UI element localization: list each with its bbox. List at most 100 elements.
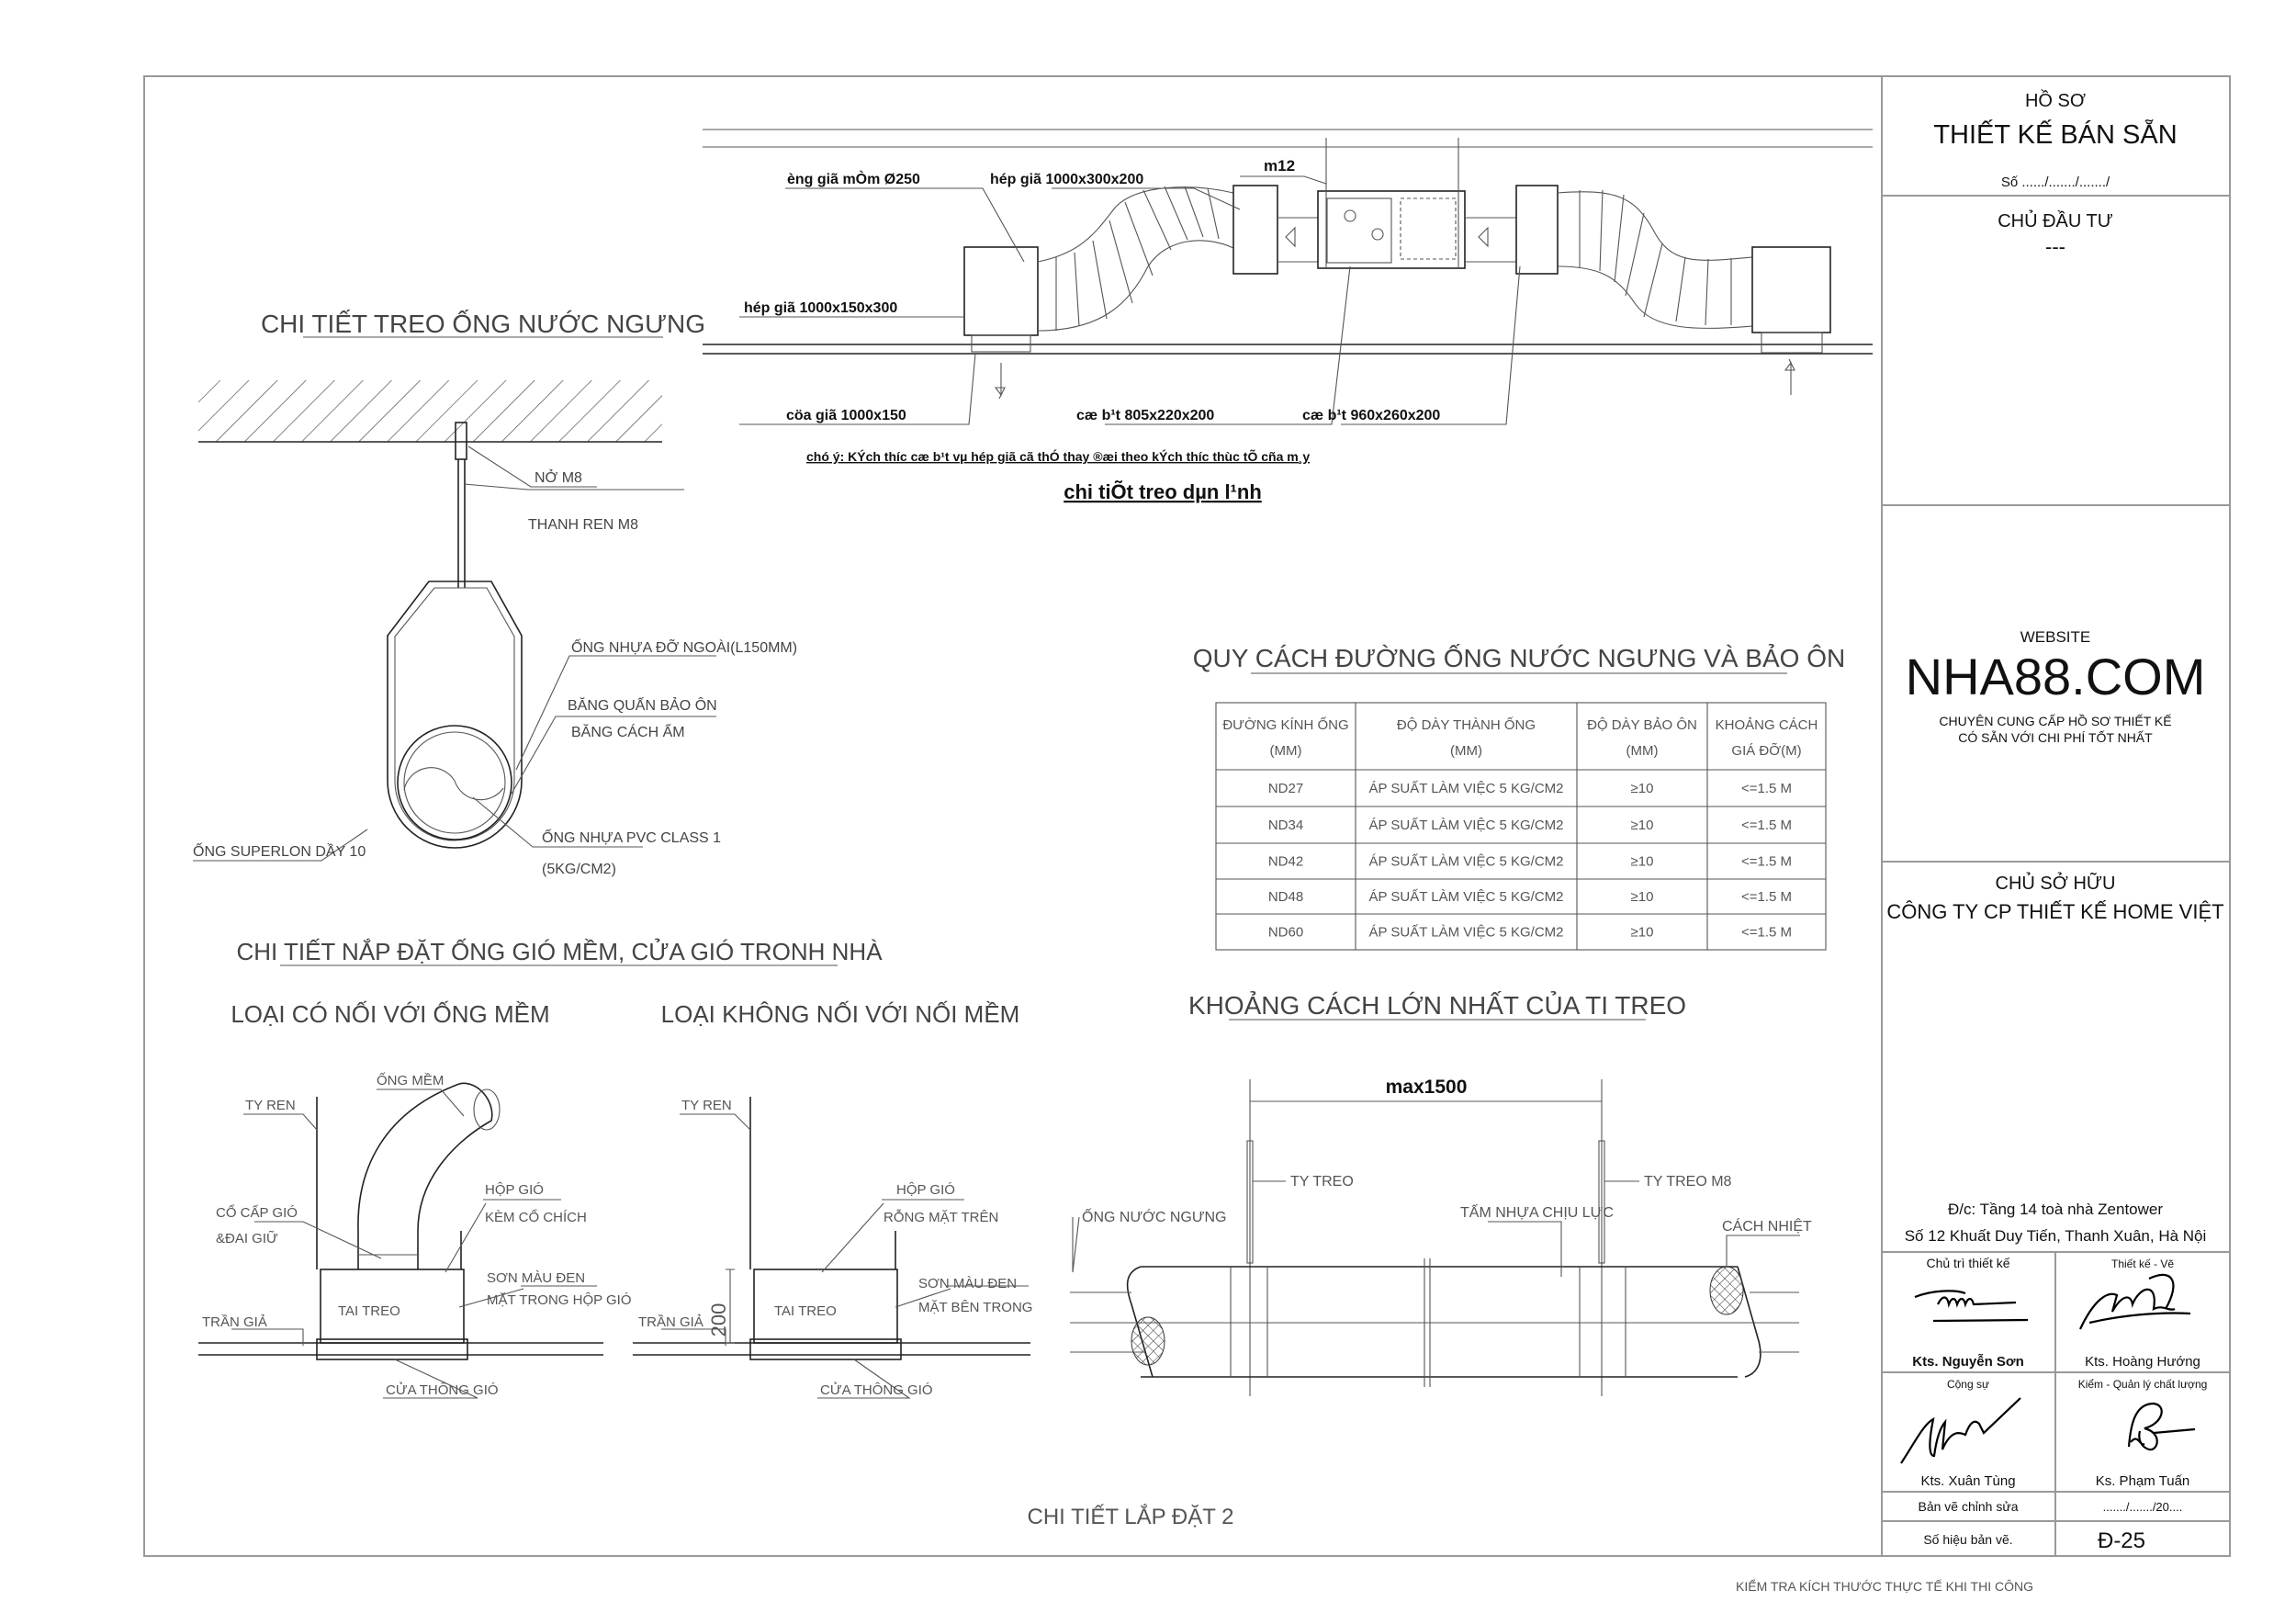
label-box-left: hép giã 1000x150x300 [744, 300, 897, 316]
label-ty-ren: TY REN [681, 1098, 732, 1113]
table-cell: ÁP SUẤT LÀM VIỆC 5 KG/CM2 [1368, 889, 1563, 905]
signer-name: Kts. Xuân Tùng [1920, 1473, 2015, 1489]
website-label: WEBSITE [2020, 628, 2091, 646]
max-spacing-dimension: max1500 [1386, 1077, 1468, 1098]
label-son-den: SƠN MÀU ĐEN [487, 1270, 585, 1286]
pvc-pipe [403, 767, 504, 801]
chu-so-huu-label: CHỦ SỞ HỮU [1996, 872, 2116, 894]
label-rod: m12 [1264, 157, 1295, 175]
label-pvc-2: (5KG/CM2) [542, 862, 616, 877]
address-line-1: Đ/c: Tầng 14 toà nhà Zentower [1948, 1201, 2163, 1218]
label-flex-duct: èng giã mÒm Ø250 [787, 170, 920, 187]
label-mat-ben-trong: MẶT BÊN TRONG [918, 1300, 1032, 1315]
table-header: ĐỘ DÀY BẢO ÔN [1587, 717, 1697, 733]
table-cell: ÁP SUẤT LÀM VIỆC 5 KG/CM2 [1368, 818, 1563, 833]
sheet-frame [143, 75, 2231, 1557]
table-header: (MM) [1626, 743, 1659, 759]
air-box-right [1751, 246, 1831, 333]
spacing-title: KHOẢNG CÁCH LỚN NHẤT CỦA TI TREO [1188, 990, 1686, 1020]
flexible-duct [357, 1082, 493, 1269]
sheet-title: CHI TIẾT LẮP ĐẶT 2 [1028, 1504, 1234, 1529]
air-box-left [963, 246, 1039, 336]
insulation-section [1131, 1316, 1165, 1366]
table-cell: ND60 [1268, 925, 1303, 941]
superlon-insulation [397, 725, 512, 840]
slogan-line-1: CHUYÊN CUNG CẤP HỒ SƠ THIẾT KẾ [1939, 713, 2171, 728]
label-tai-treo: TAI TREO [338, 1303, 400, 1319]
right-type-title: LOẠI KHÔNG NỐI VỚI NỐI MỀM [661, 1000, 1020, 1028]
label-dai-giu: &ĐAI GIỮ [216, 1231, 278, 1246]
flex-duct-right [1557, 191, 1753, 330]
label-anchor: NỞ M8 [535, 468, 582, 486]
slogan-line-2: CÓ SẴN VỚI CHI PHÍ TỐT NHẤT [1958, 729, 2153, 745]
label-silencer-1: cæ b¹t 805x220x200 [1076, 408, 1214, 423]
table-header: GIÁ ĐỠ(M) [1731, 743, 1801, 759]
fan-coil-unit [1317, 190, 1466, 269]
label-ong-nuoc-ngung: ỐNG NƯỚC NGƯNG [1082, 1207, 1227, 1225]
role-label: Thiết kế - Vẽ [2111, 1257, 2174, 1270]
label-hop-gio: HỘP GIÓ [896, 1182, 955, 1198]
duct-hanging-detail: èng giã mÒm Ø250 hép giã 1000x300x200 m1… [703, 129, 1873, 503]
duct-note: chó ý: KÝch th­íc cæ b¹t vµ hép giã cã t… [806, 448, 1310, 464]
signature-xuan-tung [1900, 1397, 2021, 1464]
signer-name: Ks. Phạm Tuấn [2096, 1473, 2190, 1489]
label-cua-thong-gio: CỬA THÔNG GIÓ [386, 1382, 499, 1398]
label-ty-treo-m8: TY TREO M8 [1644, 1174, 1732, 1190]
label-box-top: hép giã 1000x300x200 [990, 172, 1143, 187]
so-hieu-value: Đ-25 [2098, 1528, 2145, 1553]
so-hieu-label: Số hiệu bản vẽ. [1923, 1532, 2012, 1547]
table-header: (MM) [1270, 743, 1302, 759]
chu-dau-tu-label: CHỦ ĐẦU TƯ [1998, 209, 2113, 231]
ho-so-label: HỒ SƠ [2025, 89, 2086, 111]
signature-nguyen-son [1914, 1290, 2029, 1323]
diffuser-title: CHI TIẾT NẮP ĐẶT ỐNG GIÓ MỀM, CỬA GIÓ TR… [236, 937, 883, 965]
signer-name: Kts. Nguyễn Sơn [1912, 1354, 2024, 1370]
role-label: Kiểm - Quản lý chất lượng [2078, 1378, 2208, 1391]
table-cell: ÁP SUẤT LÀM VIỆC 5 KG/CM2 [1368, 925, 1563, 941]
anchor-m8 [455, 422, 467, 460]
spec-table: QUY CÁCH ĐƯỜNG ỐNG NƯỚC NGƯNG VÀ BẢO ÔN … [1193, 643, 1845, 951]
diffuser-grille [316, 1338, 468, 1360]
role-label: Cộng sự [1947, 1378, 1989, 1391]
label-tran-gia: TRẦN GIẢ [638, 1314, 703, 1330]
label-wrap-2: BĂNG CÁCH ẨM [571, 723, 685, 740]
label-superlon: ỐNG SUPERLON DẦY 10 [193, 841, 366, 860]
condensate-hanger-detail: CHI TIẾT TREO ỐNG NƯỚC NGƯNG NỞ M8 THANH… [193, 309, 797, 877]
table-cell: ND42 [1268, 854, 1303, 870]
table-cell: <=1.5 M [1741, 889, 1792, 905]
table-cell: ÁP SUẤT LÀM VIỆC 5 KG/CM2 [1368, 781, 1563, 796]
so-field: Số ....../......./......./ [2001, 175, 2110, 190]
table-header: (MM) [1450, 743, 1482, 759]
table-cell: ≥10 [1631, 818, 1654, 833]
role-label: Chủ trì thiết kế [1926, 1256, 2009, 1270]
table-cell: ND34 [1268, 818, 1303, 833]
table-cell: <=1.5 M [1741, 781, 1792, 796]
table-cell: ND48 [1268, 889, 1303, 905]
title-block: HỒ SƠ THIẾT KẾ BÁN SẴN Số ....../.......… [1881, 76, 2230, 1556]
label-tai-treo: TAI TREO [774, 1303, 837, 1319]
label-ong-mem: ỐNG MỀM [377, 1072, 444, 1088]
label-hop-gio: HỘP GIÓ [485, 1182, 544, 1198]
silencer-box [1515, 185, 1559, 275]
label-rong-mat-tren: RỖNG MẶT TRÊN [884, 1209, 998, 1225]
label-ty-ren: TY REN [245, 1098, 296, 1113]
table-cell: ≥10 [1631, 925, 1654, 941]
chu-dau-tu-value: --- [2045, 235, 2065, 258]
label-cach-nhiet: CÁCH NHIỆT [1722, 1217, 1812, 1235]
signer-name: Kts. Hoàng Hướng [2085, 1354, 2200, 1370]
table-cell: <=1.5 M [1741, 925, 1792, 941]
left-type-title: LOẠI CÓ NỐI VỚI ỐNG MỀM [231, 1000, 549, 1028]
address-line-2: Số 12 Khuất Duy Tiến, Thanh Xuân, Hà Nội [1905, 1227, 2207, 1245]
condensate-pipe [1126, 1266, 1761, 1378]
table-header: ĐƯỜNG KÍNH ỐNG [1222, 716, 1348, 733]
table-cell: ÁP SUẤT LÀM VIỆC 5 KG/CM2 [1368, 854, 1563, 870]
flex-duct-left [1037, 186, 1234, 332]
table-cell: ≥10 [1631, 854, 1654, 870]
table-header: KHOẢNG CÁCH [1716, 717, 1818, 733]
table-cell: ≥10 [1631, 781, 1654, 796]
label-tam-nhua: TẤM NHỰA CHỊU LỰC [1460, 1203, 1614, 1221]
diffuser-grille [749, 1338, 902, 1360]
label-silencer-2: cæ b¹t 960x260x200 [1302, 408, 1440, 423]
website-name: NHA88.COM [1906, 648, 2206, 705]
